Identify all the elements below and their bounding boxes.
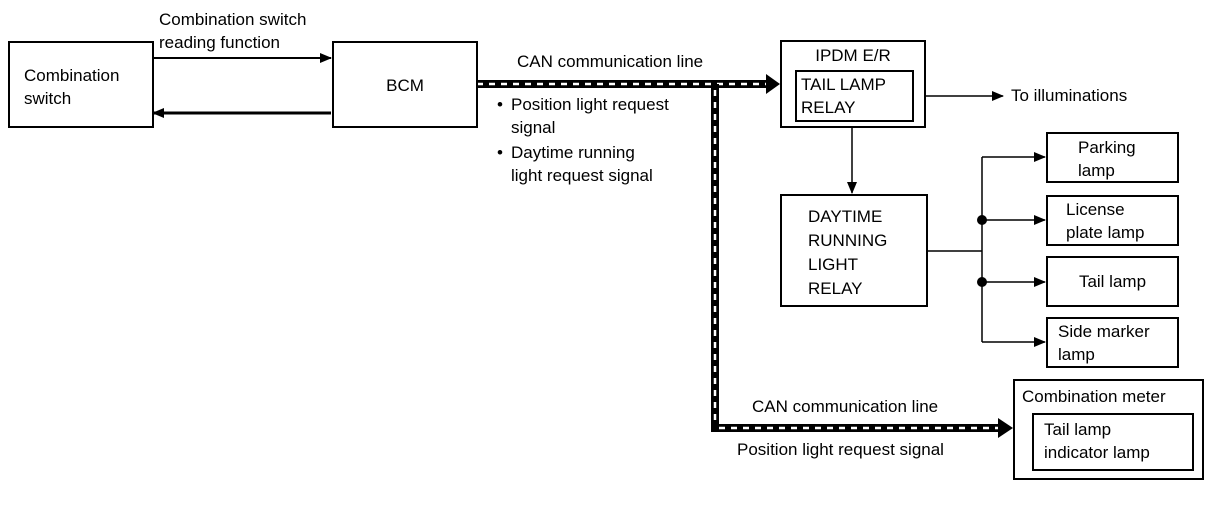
parking-lamp-box: Parking lamp	[1046, 132, 1179, 183]
junction-dot-1	[977, 215, 987, 225]
position-signal-bottom-label: Position light request signal	[737, 440, 944, 459]
tail-lamp-relay-label-1: TAIL LAMP	[801, 75, 887, 94]
side-marker-lamp-label-2: lamp	[1058, 345, 1095, 364]
can-line-branch	[711, 84, 1013, 438]
drl-relay-label-4: RELAY	[808, 279, 863, 298]
combination-switch-label-2: switch	[24, 89, 72, 108]
combination-meter-title: Combination meter	[1022, 387, 1166, 406]
tail-lamp-relay-label-2: RELAY	[801, 98, 856, 117]
switch-reading-label-1: Combination switch	[159, 10, 307, 29]
drl-relay-label-3: LIGHT	[808, 255, 859, 274]
switch-reading-label-2: reading function	[159, 33, 280, 52]
side-marker-lamp-box: Side marker lamp	[1046, 317, 1179, 368]
lamp-branch-lines	[927, 152, 1046, 347]
bullet-2-label-1: Daytime running	[511, 143, 635, 162]
license-plate-lamp-label-1: License	[1066, 200, 1125, 219]
bullet-2-mark: •	[497, 143, 503, 162]
license-plate-lamp-box: License plate lamp	[1046, 195, 1179, 246]
drl-relay-box: DAYTIME RUNNING LIGHT RELAY	[780, 194, 928, 307]
combination-switch-label-1: Combination	[24, 66, 120, 85]
tail-lamp-box: Tail lamp	[1046, 256, 1179, 307]
bullet-1-mark: •	[497, 95, 503, 114]
license-plate-lamp-label-2: plate lamp	[1066, 223, 1145, 242]
parking-lamp-label-1: Parking	[1078, 138, 1136, 157]
combination-switch-box: Combination switch	[8, 41, 154, 128]
bcm-box: BCM	[332, 41, 478, 128]
to-illuminations-label: To illuminations	[1011, 86, 1128, 105]
drl-relay-label-1: DAYTIME	[808, 207, 883, 226]
ipdm-box: IPDM E/R TAIL LAMP RELAY	[780, 40, 926, 128]
bullet-1-label-2: signal	[511, 118, 556, 137]
parking-lamp-label-2: lamp	[1078, 161, 1115, 180]
tail-lamp-label: Tail lamp	[1078, 272, 1147, 291]
tail-lamp-indicator-box: Tail lamp indicator lamp	[1032, 413, 1194, 471]
indicator-label-2: indicator lamp	[1044, 443, 1150, 462]
bcm-label: BCM	[386, 76, 424, 95]
junction-dot-2	[977, 277, 987, 287]
drl-relay-label-2: RUNNING	[808, 231, 888, 250]
bullet-2-label-2: light request signal	[511, 166, 653, 185]
tail-lamp-relay-box: TAIL LAMP RELAY	[795, 70, 914, 122]
ipdm-title: IPDM E/R	[815, 46, 891, 65]
can-line-top-label: CAN communication line	[517, 52, 704, 71]
bullet-1-label-1: Position light request	[511, 95, 669, 114]
indicator-label-1: Tail lamp	[1044, 420, 1112, 439]
combination-meter-box: Combination meter Tail lamp indicator la…	[1013, 379, 1204, 480]
can-line-bottom-label: CAN communication line	[752, 397, 939, 416]
side-marker-lamp-label-1: Side marker	[1058, 322, 1150, 341]
can-line-top	[477, 74, 780, 94]
